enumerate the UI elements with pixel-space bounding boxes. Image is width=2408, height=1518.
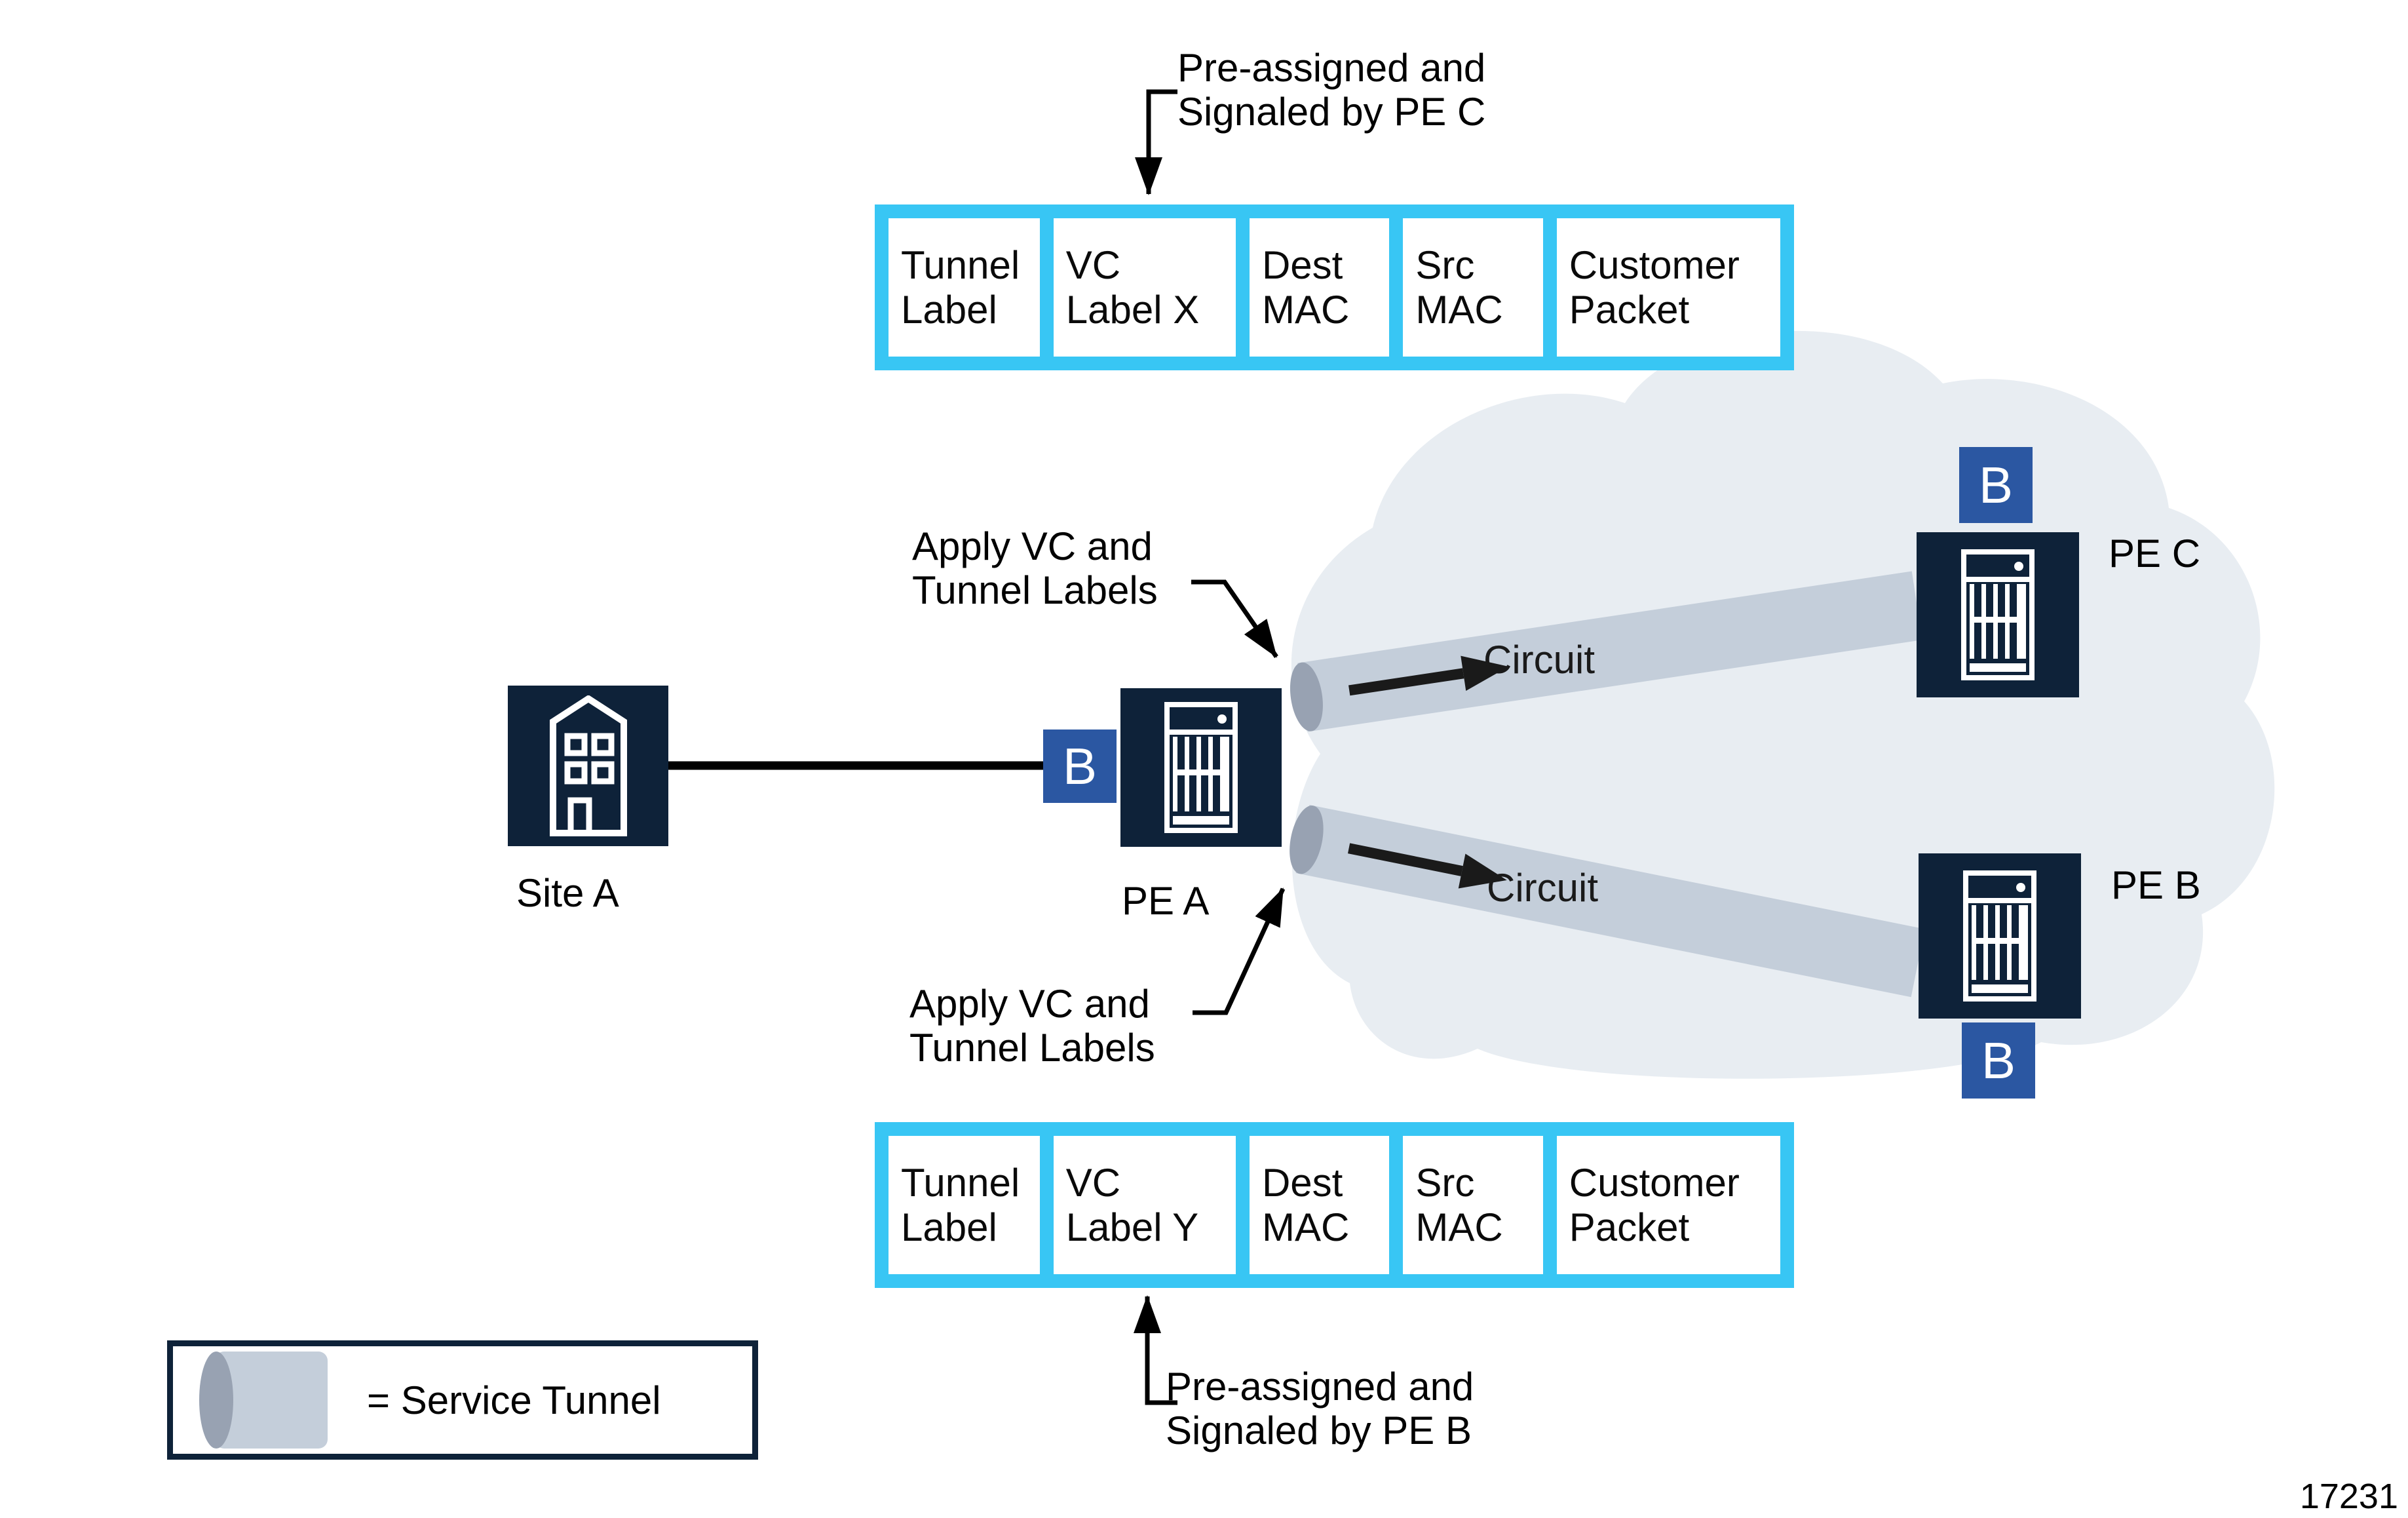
pe-b-badge-letter: B [1981, 1032, 2016, 1089]
service-tunnel-lower [1290, 805, 1925, 998]
service-tunnel-legend-icon [199, 1352, 328, 1449]
circuit-flow-arrow-lower [1347, 843, 1463, 876]
apply-labels-upper-line1: Apply VC and [912, 524, 1153, 568]
apply-labels-arrow-lower [1193, 887, 1286, 1015]
apply-labels-lower-line2: Tunnel Labels [909, 1026, 1155, 1070]
figure-number: 17231 [2299, 1477, 2398, 1516]
pe-b-label: PE B [2111, 863, 2201, 907]
pe-a-badge-letter: B [1062, 737, 1098, 795]
pe-c-bridge-badge: B [1959, 447, 2033, 523]
top-packet-note: Pre-assigned and Signaled by PE C [1177, 46, 1485, 134]
apply-labels-note-upper: Apply VC and Tunnel Labels [912, 524, 1158, 612]
router-icon [1961, 549, 2035, 680]
pe-a-label: PE A [1122, 879, 1210, 923]
pe-a-bridge-badge: B [1043, 730, 1117, 803]
service-tunnel-upper [1290, 571, 1922, 732]
pe-a-node [1120, 688, 1282, 847]
pe-b-node [1919, 853, 2081, 1019]
site-a-node [508, 686, 668, 846]
pe-c-node [1917, 532, 2079, 697]
apply-labels-upper-line2: Tunnel Labels [912, 568, 1158, 612]
apply-labels-note-lower: Apply VC and Tunnel Labels [909, 982, 1155, 1070]
bottom-packet-note: Pre-assigned and Signaled by PE B [1166, 1365, 1474, 1452]
site-a-label: Site A [516, 871, 619, 915]
router-icon [1963, 870, 2036, 1002]
circuit-label-upper: Circuit [1483, 638, 1596, 682]
pe-c-badge-letter: B [1978, 456, 2014, 514]
router-icon [1164, 702, 1238, 833]
pe-c-label: PE C [2109, 532, 2201, 575]
legend-box: = Service Tunnel [167, 1340, 758, 1460]
bottom-packet-note-line2: Signaled by PE B [1166, 1409, 1472, 1452]
circuit-label-lower: Circuit [1487, 866, 1599, 910]
bottom-packet-note-line1: Pre-assigned and [1166, 1365, 1474, 1409]
circuit-flow-arrow-upper [1348, 668, 1464, 696]
legend-label: = Service Tunnel [367, 1378, 661, 1422]
apply-labels-lower-line1: Apply VC and [909, 982, 1150, 1026]
apply-labels-arrow-upper [1191, 579, 1278, 658]
bottom-note-arrow [1134, 1295, 1177, 1405]
building-icon [549, 695, 627, 836]
pe-b-bridge-badge: B [1962, 1022, 2035, 1099]
top-packet-note-line2: Signaled by PE C [1177, 90, 1486, 134]
top-packet-note-line1: Pre-assigned and [1177, 46, 1486, 90]
top-note-arrow [1135, 89, 1177, 195]
